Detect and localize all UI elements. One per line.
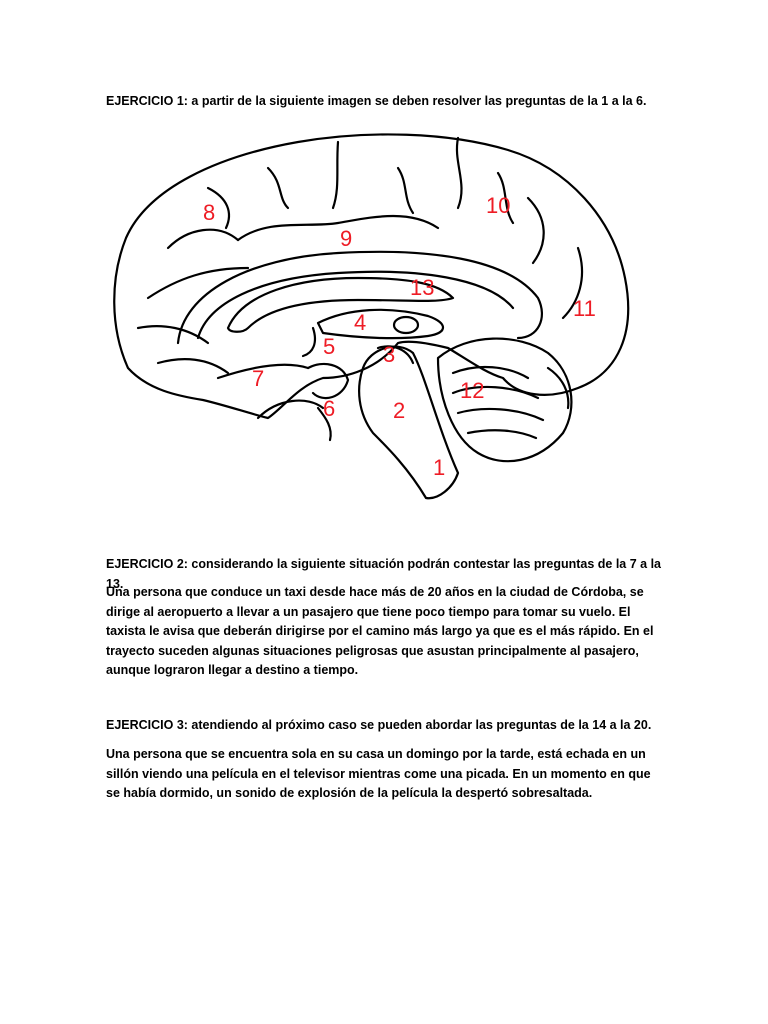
diagram-label: 3 [383, 342, 395, 367]
exercise3-text: Una persona que se encuentra sola en su … [106, 745, 666, 804]
diagram-label: 5 [323, 334, 335, 359]
exercise3-heading: EJERCICIO 3: atendiendo al próximo caso … [106, 716, 666, 736]
cerebellum [438, 339, 571, 462]
diagram-label: 11 [573, 296, 596, 321]
exercise2-text: Una persona que conduce un taxi desde ha… [106, 583, 666, 681]
diagram-label: 7 [252, 366, 264, 391]
diagram-label: 2 [393, 398, 405, 423]
diagram-label: 1 [433, 455, 445, 480]
diagram-label: 12 [460, 378, 484, 403]
exercise1-heading: EJERCICIO 1: a partir de la siguiente im… [106, 92, 666, 112]
diagram-label: 10 [486, 193, 510, 218]
diagram-label: 9 [340, 226, 352, 251]
diagram-label: 4 [354, 310, 366, 335]
diagram-label: 6 [323, 396, 335, 421]
diagram-label: 8 [203, 200, 215, 225]
diagram-label: 13 [410, 275, 434, 300]
brain-sagittal-diagram: 1 2 3 4 5 6 7 8 9 10 11 12 13 [108, 128, 638, 510]
